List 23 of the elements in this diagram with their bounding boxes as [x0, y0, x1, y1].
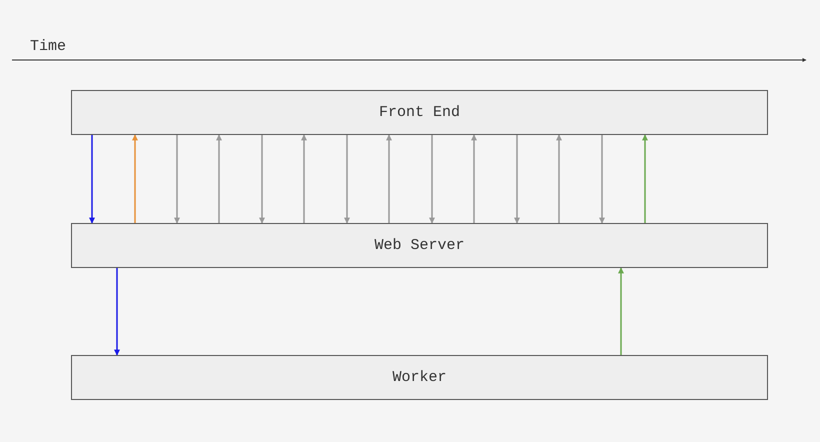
component-box	[71, 90, 768, 135]
axis-label: Time	[30, 38, 66, 55]
arrow	[514, 135, 520, 224]
arrow	[344, 135, 350, 224]
arrow	[301, 134, 307, 223]
arrow	[618, 267, 624, 355]
arrow	[114, 268, 120, 356]
arrow	[429, 135, 435, 224]
arrow	[259, 135, 265, 224]
arrow	[132, 134, 138, 223]
component-name: Web Server	[374, 237, 464, 254]
component-name: Front End	[378, 104, 460, 121]
component-box	[71, 223, 768, 268]
arrow	[174, 135, 180, 224]
arrow	[642, 134, 648, 223]
arrow	[471, 134, 477, 223]
arrow	[386, 134, 392, 223]
arrow	[216, 134, 222, 223]
arrow	[599, 135, 605, 224]
arrow	[556, 134, 562, 223]
arrow	[89, 135, 95, 224]
component-box	[71, 355, 768, 400]
component-name: Worker	[392, 369, 446, 386]
